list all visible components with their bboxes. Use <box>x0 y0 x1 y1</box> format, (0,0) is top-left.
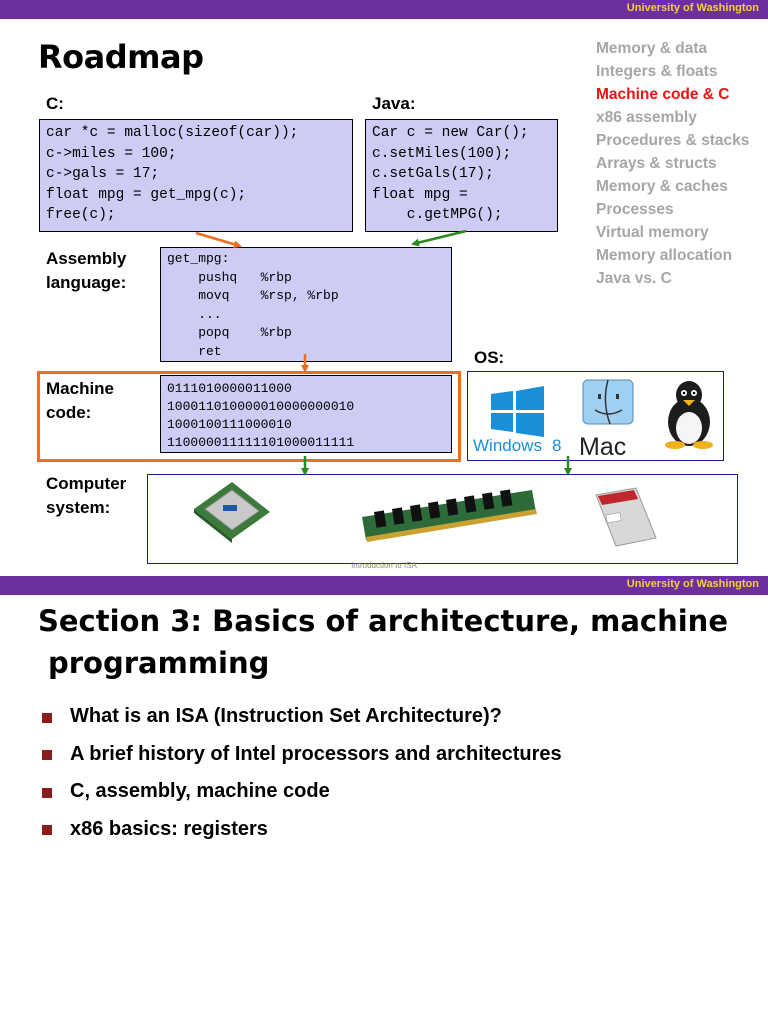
roadmap-item: Procedures & stacks <box>596 132 750 149</box>
section-title: Section 3: Basics of architecture, machi… <box>38 600 758 684</box>
header-bar: University of Washington <box>0 0 768 19</box>
bullet-item: C, assembly, machine code <box>42 773 562 811</box>
c-label: C: <box>46 94 64 113</box>
java-code-box: Car c = new Car(); c.setMiles(100); c.se… <box>365 119 558 232</box>
roadmap-item: Virtual memory <box>596 224 709 241</box>
mac-text: Mac <box>579 433 626 461</box>
slide-title: Roadmap <box>38 38 204 76</box>
section-slide: University of Washington Section 3: Basi… <box>0 576 768 1024</box>
machine-code-label: Machine code: <box>46 379 115 422</box>
ssd-drive-icon <box>595 487 657 547</box>
linux-tux-icon <box>665 381 713 449</box>
c-to-asm-arrow <box>195 231 242 249</box>
os-label: OS: <box>474 348 505 367</box>
bullet-list: What is an ISA (Instruction Set Architec… <box>42 698 562 848</box>
assembly-label: Assembly language: <box>46 249 127 292</box>
machine-code-frame <box>37 371 461 462</box>
header-bar: University of Washington <box>0 576 768 595</box>
bullet-text: C, assembly, machine code <box>70 780 330 803</box>
bullet-square-icon <box>42 712 52 723</box>
computer-system-frame <box>147 474 738 564</box>
bullet-item: A brief history of Intel processors and … <box>42 736 562 774</box>
java-label: Java: <box>372 94 416 113</box>
bullet-square-icon <box>42 825 52 836</box>
os-frame <box>467 371 724 461</box>
bullet-item: What is an ISA (Instruction Set Architec… <box>42 698 562 736</box>
roadmap-item: x86 assembly <box>596 109 697 126</box>
bullet-text: What is an ISA (Instruction Set Architec… <box>70 705 502 728</box>
java-to-asm-arrow <box>411 229 467 247</box>
university-name: University of Washington <box>626 578 759 590</box>
bullet-square-icon <box>42 750 52 761</box>
ram-module-icon <box>362 489 537 542</box>
assembly-code-box: get_mpg: pushq %rbp movq %rsp, %rbp ... … <box>160 247 452 362</box>
mac-finder-icon <box>582 379 634 425</box>
roadmap-item: Processes <box>596 201 674 218</box>
roadmap-slide: University of Washington Roadmap C: Java… <box>0 0 768 570</box>
diagram-overlay: Windows 8 Mac <box>194 229 713 547</box>
roadmap-item: Memory & data <box>596 40 708 57</box>
bullet-text: A brief history of Intel processors and … <box>70 742 562 765</box>
bullet-square-icon <box>42 787 52 798</box>
cpu-chip-icon <box>194 482 270 543</box>
computer-system-label: Computer system: <box>46 474 127 517</box>
roadmap-item: Memory & caches <box>596 178 728 195</box>
section-title-line2: programming <box>48 646 270 680</box>
bullet-text: x86 basics: registers <box>70 817 268 840</box>
section-title-line1: Section 3: Basics of architecture, machi… <box>38 604 728 638</box>
bullet-item: x86 basics: registers <box>42 811 562 849</box>
slide-footer: Introduction to ISA <box>351 561 417 570</box>
c-code-box: car *c = malloc(sizeof(car)); c->miles =… <box>39 119 353 232</box>
machine-code-box: 0111010000011000 10001101000001000000001… <box>160 375 452 453</box>
roadmap-item: Java vs. C <box>596 270 672 287</box>
roadmap-item-active: Machine code & C <box>596 86 730 103</box>
windows-version-text: 8 <box>552 436 561 455</box>
windows-logo-icon <box>491 386 544 437</box>
university-name: University of Washington <box>626 2 759 14</box>
windows-text: Windows <box>473 436 542 455</box>
roadmap-item: Arrays & structs <box>596 155 717 172</box>
roadmap-list: Memory & data Integers & floats Machine … <box>596 37 749 290</box>
roadmap-item: Memory allocation <box>596 247 733 264</box>
roadmap-item: Integers & floats <box>596 63 718 80</box>
